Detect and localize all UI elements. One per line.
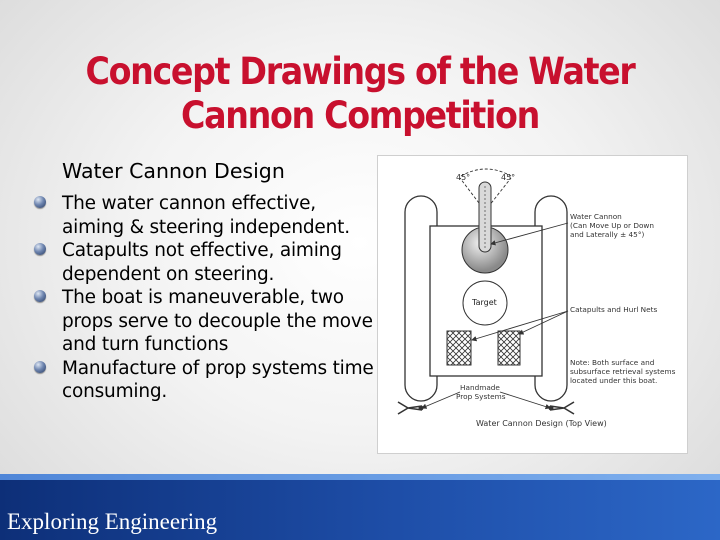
slide-title: Concept Drawings of the Water Cannon Com… — [85, 50, 636, 137]
angle-label-left: 45° — [456, 173, 470, 182]
bullet-item: Catapults not effective, aiming dependen… — [28, 239, 378, 286]
cannon-callout: Water Cannon (Can Move Up or Down and La… — [570, 212, 656, 239]
right-catapult — [497, 330, 521, 366]
bullet-item: The boat is maneuverable, two props serv… — [28, 286, 378, 357]
cannon-barrel — [478, 181, 492, 253]
bullet-text: Catapults not effective, aiming dependen… — [62, 240, 342, 285]
left-prop-icon — [397, 401, 423, 415]
bullet-icon — [34, 243, 46, 255]
note-callout: Note: Both surface and subsurface retrie… — [570, 358, 678, 385]
bullet-icon — [34, 290, 46, 302]
catapult-callout-line — [518, 310, 569, 335]
cannon-callout-line — [490, 222, 569, 246]
footer-bar: Exploring Engineering — [0, 474, 720, 540]
prop-callout-line — [499, 391, 551, 410]
bullet-item: The water cannon effective, aiming & ste… — [28, 192, 378, 239]
subheading: Water Cannon Design — [62, 159, 285, 183]
prop-callout-line — [421, 391, 461, 409]
catapult-callout: Catapults and Hurl Nets — [570, 305, 657, 314]
diagram-caption: Water Cannon Design (Top View) — [476, 419, 607, 428]
left-catapult — [446, 330, 472, 366]
bullet-text: The boat is maneuverable, two props serv… — [62, 287, 373, 355]
target-circle — [462, 280, 508, 326]
bullet-list: The water cannon effective, aiming & ste… — [28, 192, 378, 404]
bullet-text: The water cannon effective, aiming & ste… — [62, 193, 350, 238]
catapult-callout-line — [471, 310, 569, 342]
bullet-item: Manufacture of prop systems time consumi… — [28, 357, 378, 404]
footer-text: Exploring Engineering — [7, 509, 218, 534]
right-prop-icon — [549, 401, 575, 415]
prop-label: Handmade Prop Systems — [456, 383, 506, 401]
water-cannon-diagram: 45° 45° Target Water Cannon (Can Move Up… — [377, 155, 688, 454]
bullet-icon — [34, 360, 46, 373]
footer-accent-band — [0, 474, 720, 480]
bullet-text: Manufacture of prop systems time consumi… — [62, 357, 374, 403]
aim-range-arc — [460, 168, 512, 177]
bullet-icon — [34, 196, 46, 208]
target-label: Target — [471, 298, 497, 307]
angle-label-right: 45° — [501, 173, 515, 182]
